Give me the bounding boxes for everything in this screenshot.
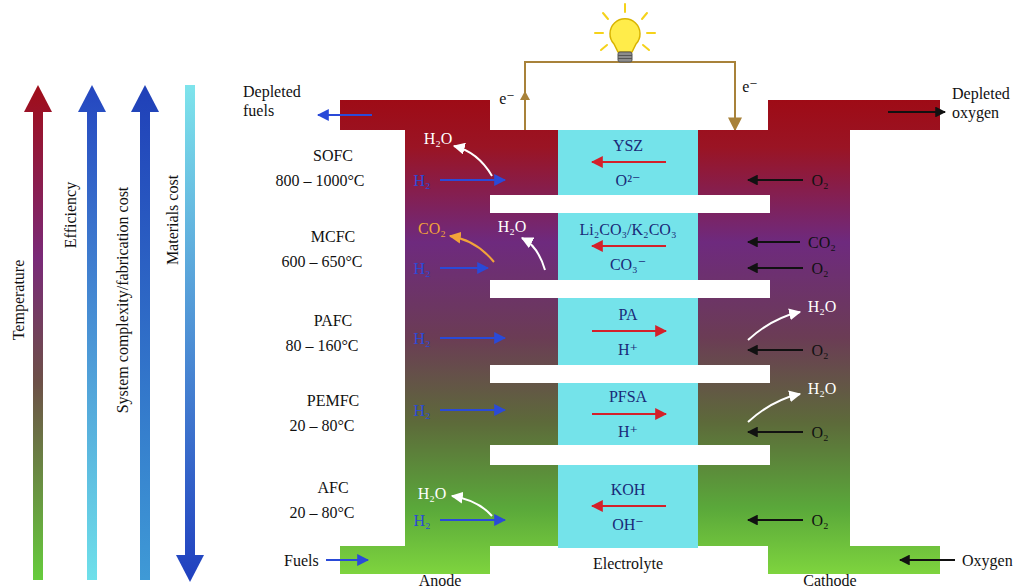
electrolyte-name: Li₂CO₃/K₂CO₃ [580,220,677,239]
cell-type: MCFC [311,227,355,246]
species-label: H₂O [424,129,453,148]
axis-label: Efficiency [61,182,80,248]
species-label: H₂ [413,401,430,420]
species-label: H₂ [413,259,430,278]
cell-type: AFC [317,478,348,497]
outlet-label: Depleted fuels [243,82,315,120]
cell-type: SOFC [313,146,353,165]
electron-label: e⁻ [742,77,758,96]
ion-label: H⁺ [618,340,638,359]
species-label: H₂O [808,379,837,398]
species-label: H₂ [413,329,430,348]
temperature-range: 20 – 80°C [289,416,354,435]
temperature-arrow [24,85,52,580]
electrolyte-name: KOH [611,480,646,499]
circuit-wire [520,62,735,130]
ion-label: H⁺ [618,422,638,441]
temperature-range: 20 – 80°C [289,503,354,522]
cell-outline [340,100,560,588]
wire-line [525,62,735,130]
ion-label: CO₃⁻ [610,255,646,274]
species-label: H₂O [808,297,837,316]
ion-label: OH⁻ [612,515,644,534]
complexity-arrow [131,85,159,580]
species-label: H₂ [413,511,430,530]
axis-label: System complexity/fabrication cost [113,187,132,414]
axis-label: Temperature [9,260,28,341]
species-label: O₂ [811,171,828,190]
electron-label: e⁻ [499,89,515,108]
species-label: CO₂ [808,233,836,252]
species-label: O₂ [811,511,828,530]
species-label: H₂O [498,217,527,236]
electrode-name: Cathode [803,571,856,588]
electrode-name: Anode [419,571,462,588]
species-label: CO₂ [418,219,446,238]
efficiency-arrow [78,85,106,580]
inlet-label: Fuels [284,551,319,570]
electrolyte-name: YSZ [613,136,643,155]
cell-type: PAFC [314,311,353,330]
anode-shape: Anode [340,100,560,588]
cell-type: PEMFC [307,391,359,410]
temperature-range: 80 – 160°C [285,336,358,355]
ion-label: O²⁻ [616,171,641,190]
axis-label: Materials cost [163,175,182,265]
species-label: H₂O [418,484,447,503]
inlet-label: Oxygen [962,551,1013,570]
outlet-label: Depleted oxygen [952,84,1022,122]
wire-arrowhead [520,91,530,100]
species-label: O₂ [811,423,828,442]
electrolyte-name: PA [619,305,638,324]
materials-cost-arrow [176,85,204,582]
species-label: O₂ [811,341,828,360]
temperature-range: 800 – 1000°C [275,171,364,190]
species-label: H₂ [413,171,430,190]
species-label: O₂ [811,259,828,278]
electrolyte-name: PFSA [609,387,647,406]
temperature-range: 600 – 650°C [281,252,362,271]
electrolyte-caption: Electrolyte [593,554,663,573]
